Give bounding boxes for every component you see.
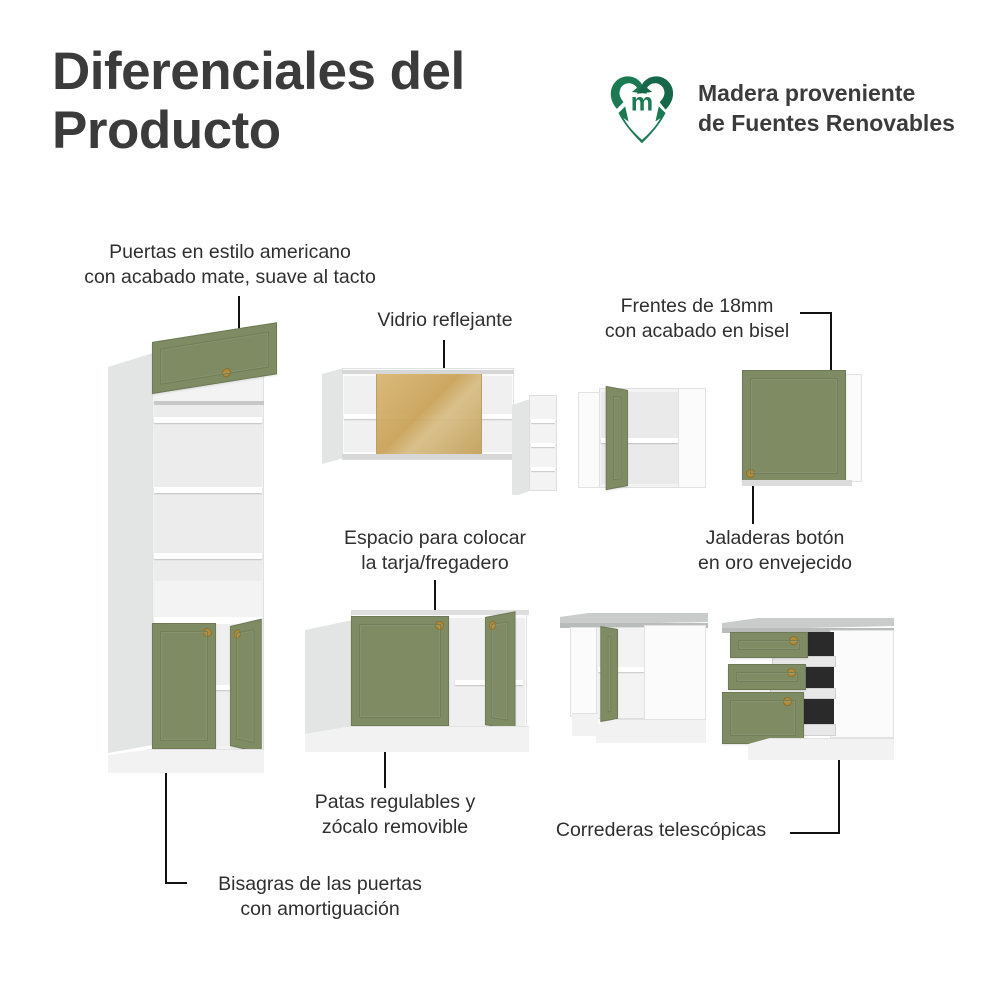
wall-glass-top-rail (342, 370, 514, 374)
brand-badge: m Madera proveniente de Fuentes Renovabl… (600, 66, 955, 150)
sinkbase-plinth (305, 726, 529, 752)
pantry-shelf (154, 553, 262, 559)
drawer-plinth (748, 738, 894, 760)
pantry-plinth (108, 749, 264, 773)
shelfunit-shelf (531, 443, 555, 447)
pantry-shelf (154, 417, 262, 423)
shelfunit-side (512, 399, 530, 495)
brand-tagline: Madera proveniente de Fuentes Renovables (698, 80, 955, 136)
leader-line-hinges-horizontal (165, 882, 187, 884)
wallopen-left-panel (578, 392, 600, 488)
leader-line-fronts-18mm-horizontal (800, 312, 832, 314)
pantry-shelf (154, 487, 262, 493)
drawer-front-middle[interactable] (728, 664, 806, 690)
recycling-heart-m-icon: m (600, 66, 684, 150)
shelfunit-shelf (531, 419, 555, 423)
knob-icon[interactable] (436, 622, 443, 629)
corner-plinth-main (596, 719, 706, 743)
callout-telescopic-slides: Correderas telescópicas (555, 819, 767, 841)
drawer-carcass (830, 630, 894, 738)
drawer-countertop (722, 618, 894, 630)
corner-countertop (560, 613, 708, 625)
leader-line-doors-american-style (238, 296, 240, 348)
knob-icon[interactable] (790, 637, 797, 644)
reflective-glass-panel[interactable] (376, 373, 482, 455)
knob-icon[interactable] (747, 470, 754, 477)
leader-line-fronts-18mm-vertical (830, 312, 832, 378)
wallclosed-door[interactable] (742, 370, 846, 482)
shelfunit-shelf (531, 467, 555, 471)
furniture-wall-cabinet-open (578, 385, 708, 496)
leader-line-button-handles (752, 484, 754, 524)
callout-reflective-glass: Vidrio reflejante (377, 309, 513, 331)
page-title: Diferenciales del Producto (52, 42, 465, 160)
pantry-lower-door-left[interactable] (152, 623, 216, 749)
corner-left-wing (570, 627, 598, 717)
knob-icon[interactable] (204, 629, 211, 636)
wallopen-shelf (601, 438, 681, 443)
corner-shelf (598, 667, 644, 672)
drawer-countertop-edge (722, 628, 894, 633)
leader-line-hinges-vertical (165, 770, 167, 884)
furniture-wall-glass-cabinet (322, 368, 517, 472)
furniture-open-shelf-unit (512, 395, 558, 497)
wall-glass-side (322, 368, 344, 464)
wallopen-right-panel (678, 388, 706, 488)
callout-button-handles: Jaladeras botón en oro envejecido (698, 527, 852, 574)
leader-line-telescopic-horizontal (790, 832, 840, 834)
sinkbase-sink-opening (351, 610, 529, 615)
knob-icon[interactable] (788, 669, 795, 676)
knob-icon[interactable] (489, 621, 496, 630)
corner-right-body (644, 625, 706, 721)
pantry-shelf (154, 617, 262, 624)
corner-plinth-left (572, 713, 598, 736)
knob-icon[interactable] (223, 368, 230, 377)
wall-glass-bottom-rail (342, 454, 514, 459)
furniture-drawer-base-cabinet (712, 612, 902, 764)
pantry-side-panel (108, 353, 153, 753)
wallclosed-bottom-edge (742, 480, 852, 486)
callout-adjustable-legs: Patas regulables y zócalo removible (314, 791, 476, 838)
callout-doors-american-style: Puertas en estilo americano con acabado … (84, 241, 376, 288)
furniture-sink-base-cabinet (305, 610, 555, 762)
furniture-tall-pantry-cabinet (108, 322, 293, 775)
wallopen-door[interactable] (605, 385, 628, 491)
furniture-corner-base-cabinet (560, 605, 725, 753)
pantry-flipup-hinge (154, 401, 264, 405)
sinkbase-door-right-open[interactable] (485, 611, 516, 731)
sinkbase-door-left[interactable] (351, 616, 449, 726)
knob-icon[interactable] (784, 698, 791, 705)
pantry-lower-door-right-open[interactable] (230, 618, 262, 754)
callout-fronts-18mm: Frentes de 18mm con acabado en bisel (604, 295, 790, 342)
knob-icon[interactable] (234, 629, 241, 639)
leader-line-sink-space (434, 580, 436, 622)
svg-text:m: m (631, 89, 653, 117)
callout-soft-close-hinges: Bisagras de las puertas con amortiguació… (218, 873, 422, 920)
corner-countertop-edge (560, 623, 708, 628)
leader-line-telescopic-vertical (838, 712, 840, 834)
callout-sink-space: Espacio para colocar la tarja/fregadero (343, 527, 527, 574)
furniture-wall-cabinet-closed (742, 368, 868, 490)
drawer-front-bottom[interactable] (722, 692, 804, 744)
corner-door-open[interactable] (600, 626, 618, 722)
sinkbase-side (305, 620, 353, 738)
drawer-front-top[interactable] (730, 632, 808, 658)
leader-line-adjustable-legs (384, 752, 386, 788)
